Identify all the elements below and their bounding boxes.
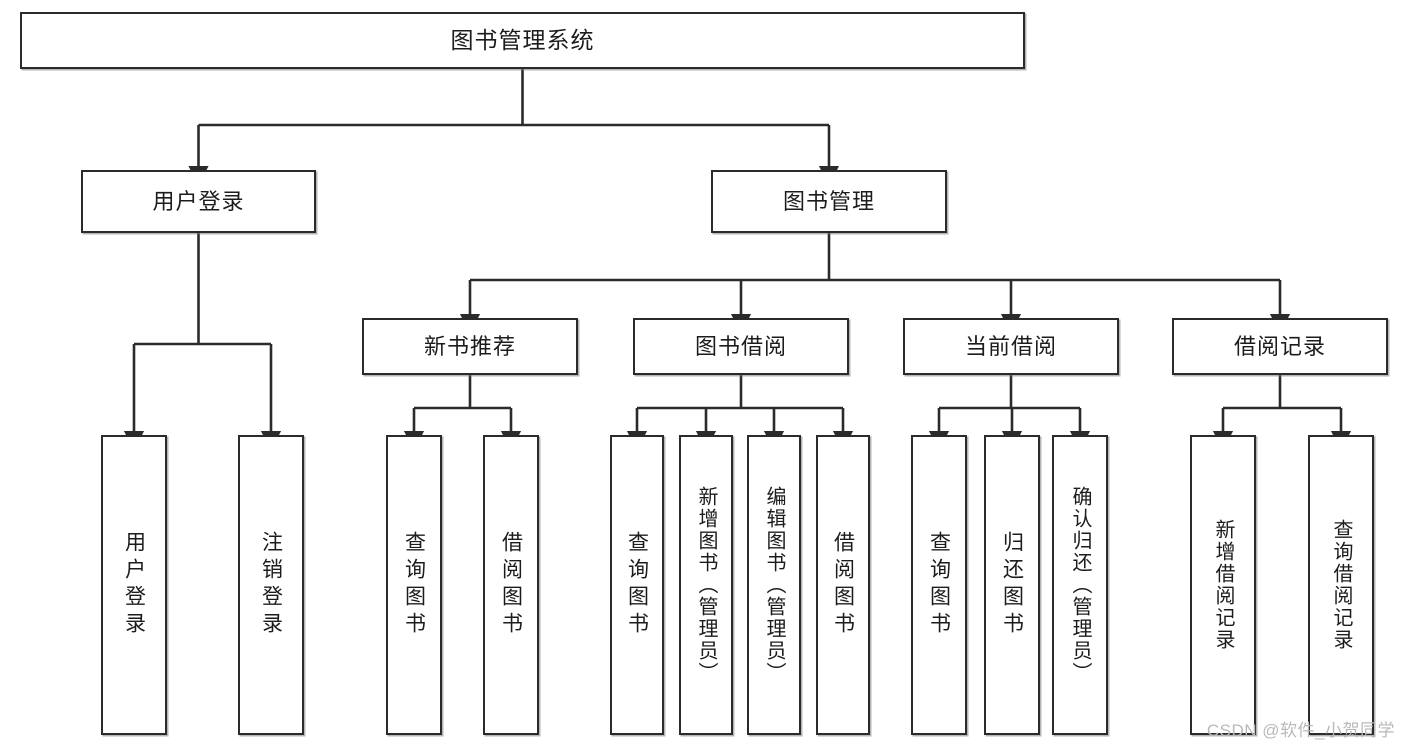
- node-label: 图书借阅: [694, 333, 787, 359]
- node-root[interactable]: 图书管理系统: [20, 12, 1025, 69]
- node-leaf-user-login[interactable]: 用户登录: [101, 435, 167, 735]
- node-leaf-edit-book[interactable]: 编辑图书（管理员）: [747, 435, 801, 735]
- node-label: 查询图书: [625, 531, 649, 639]
- node-label: 查询图书: [402, 531, 426, 639]
- node-label: 新书推荐: [423, 333, 516, 359]
- node-borrow-record[interactable]: 借阅记录: [1172, 318, 1388, 375]
- node-leaf-add-record[interactable]: 新增借阅记录: [1190, 435, 1256, 735]
- node-leaf-query-book-2[interactable]: 查询图书: [610, 435, 664, 735]
- node-label: 确认归还（管理员）: [1069, 486, 1091, 684]
- node-label: 编辑图书（管理员）: [763, 486, 785, 684]
- node-leaf-query-book-3[interactable]: 查询图书: [911, 435, 967, 735]
- node-label: 注销登录: [259, 531, 283, 639]
- node-leaf-add-book[interactable]: 新增图书（管理员）: [679, 435, 733, 735]
- node-label: 查询借阅记录: [1330, 519, 1352, 651]
- node-leaf-borrow-book-2[interactable]: 借阅图书: [816, 435, 870, 735]
- node-label: 借阅图书: [499, 531, 523, 639]
- node-leaf-query-book-1[interactable]: 查询图书: [386, 435, 442, 735]
- node-label: 借阅图书: [831, 531, 855, 639]
- node-leaf-return-book[interactable]: 归还图书: [984, 435, 1040, 735]
- node-book-borrow[interactable]: 图书借阅: [633, 318, 849, 375]
- node-label: 用户登录: [152, 188, 245, 214]
- node-user-login[interactable]: 用户登录: [81, 170, 316, 233]
- node-label: 当前借阅: [964, 333, 1057, 359]
- node-current-borrow[interactable]: 当前借阅: [903, 318, 1119, 375]
- node-label: 用户登录: [122, 531, 146, 639]
- node-leaf-borrow-book-1[interactable]: 借阅图书: [483, 435, 539, 735]
- node-label: 图书管理: [782, 188, 875, 214]
- node-label: 新增图书（管理员）: [695, 486, 717, 684]
- node-label: 查询图书: [927, 531, 951, 639]
- node-leaf-user-logout[interactable]: 注销登录: [238, 435, 304, 735]
- node-book-manage[interactable]: 图书管理: [711, 170, 947, 233]
- node-label: 图书管理系统: [450, 26, 595, 53]
- node-leaf-query-record[interactable]: 查询借阅记录: [1308, 435, 1374, 735]
- csdn-watermark: CSDN @软件_小贺同学: [1206, 721, 1395, 740]
- node-label: 归还图书: [1000, 531, 1024, 639]
- node-label: 借阅记录: [1233, 333, 1326, 359]
- node-leaf-confirm-return[interactable]: 确认归还（管理员）: [1052, 435, 1108, 735]
- node-new-book-rec[interactable]: 新书推荐: [362, 318, 578, 375]
- node-label: 新增借阅记录: [1212, 519, 1234, 651]
